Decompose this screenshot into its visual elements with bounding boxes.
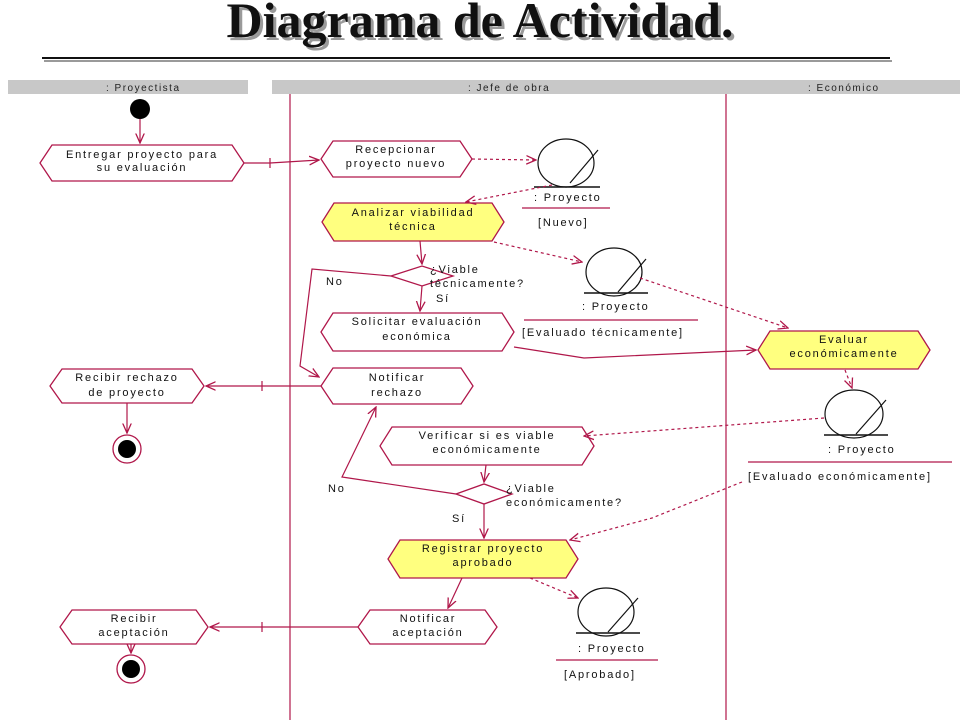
object-nuevo-name: : Proyecto: [534, 192, 602, 204]
object-evaluado-tecnicamente-name: : Proyecto: [582, 301, 650, 313]
activity-recepcionar-line2: proyecto nuevo: [346, 158, 446, 170]
diagram-title: Diagrama de Actividad.: [226, 0, 734, 48]
activity-recibir-rechazo: Recibir rechazo de proyecto: [49, 368, 205, 404]
object-nuevo-state: [Nuevo]: [538, 217, 589, 229]
initial-node: [130, 99, 150, 119]
object-evaluado-economicamente-name: : Proyecto: [828, 444, 896, 456]
decision-economica-yes: Sí: [452, 513, 466, 525]
objflow-obj-evaluado-tecnicamente-to-evaluar: [639, 277, 788, 328]
objflow-recepcionar-to-obj-nuevo: [471, 159, 536, 160]
activity-recepcionar-proyecto: Recepcionar proyecto nuevo: [320, 140, 473, 178]
object-proyecto-aprobado: : Proyecto [Aprobado]: [556, 587, 658, 681]
lane-header-proyectista: [8, 80, 248, 94]
activity-analizar-line2: técnica: [389, 221, 436, 233]
objflow-obj-evaluado-economicamente-to-verificar: [584, 417, 825, 436]
decision-viable-economicamente: [454, 483, 514, 505]
decision-tecnica-question-line2: técnicamente?: [430, 278, 525, 290]
object-proyecto-evaluado-tecnicamente: : Proyecto [Evaluado técnicamente]: [522, 247, 698, 339]
flow-notificar-aceptacion-to-recibir-aceptacion: [210, 622, 358, 632]
lane-label-proyectista: : Proyectista: [106, 83, 181, 94]
activity-recibir-aceptacion-line2: aceptación: [98, 627, 169, 639]
final-node-rechazo: [112, 434, 142, 464]
activity-recibir-aceptacion: Recibir aceptación: [59, 609, 209, 645]
decision-economica-question-line2: económicamente?: [506, 497, 623, 509]
activity-recibir-rechazo-line1: Recibir rechazo: [75, 372, 178, 384]
objflow-obj-nuevo-to-analizar: [466, 184, 553, 202]
object-proyecto-nuevo: : Proyecto [Nuevo]: [522, 138, 610, 229]
activity-entregar-proyecto: Entregar proyecto para su evaluación: [39, 144, 245, 182]
decision-tecnica-no: No: [326, 276, 344, 288]
decision-viable-tecnicamente: [388, 265, 456, 287]
flow-decision-economica-no-to-notificar-rechazo: [341, 407, 457, 495]
activity-recepcionar-line1: Recepcionar: [355, 144, 437, 156]
activity-registrar-line2: aprobado: [453, 557, 514, 569]
decision-tecnica-yes: Sí: [436, 293, 450, 305]
activity-notificar-rechazo: Notificar rechazo: [320, 367, 474, 405]
lane-header-jefe-de-obra: [272, 80, 960, 94]
flow-entregar-to-recepcionar: [244, 158, 319, 168]
activity-verificar-line1: Verificar si es viable: [419, 430, 556, 442]
lane-label-jefe-de-obra: : Jefe de obra: [468, 83, 550, 94]
activity-analizar-viabilidad: Analizar viabilidad técnica: [321, 202, 505, 242]
activity-verificar-line2: económicamente: [433, 444, 542, 456]
activity-evaluar-economicamente: Evaluar económicamente: [757, 330, 931, 370]
activity-notificar-rechazo-line1: Notificar: [369, 372, 426, 384]
lane-label-economico: : Económico: [808, 83, 880, 94]
objflow-obj-evaluado-economicamente-to-registrar: [570, 481, 743, 540]
activity-evaluar-line2: económicamente: [790, 348, 899, 360]
activity-solicitar-evaluacion: Solicitar evaluación económica: [320, 312, 515, 352]
flow-solicitar-to-evaluar: [513, 347, 756, 359]
activity-verificar-viable: Verificar si es viable económicamente: [379, 426, 595, 466]
objflow-analizar-to-obj-evaluado-tecnicamente: [493, 241, 582, 262]
object-proyecto-evaluado-economicamente: : Proyecto [Evaluado económicamente]: [748, 389, 952, 483]
activity-analizar-line1: Analizar viabilidad: [352, 207, 475, 219]
flow-verificar-to-decision-economica: [484, 464, 486, 482]
objflow-registrar-to-obj-aprobado: [529, 577, 578, 598]
decision-economica-question-line1: ¿Viable: [506, 483, 556, 495]
flow-registrar-to-notificar-aceptacion: [448, 577, 463, 608]
object-evaluado-economicamente-state: [Evaluado económicamente]: [748, 471, 932, 483]
object-aprobado-state: [Aprobado]: [564, 669, 636, 681]
decision-tecnica-question-line1: ¿Viable: [430, 264, 480, 276]
activity-registrar-line1: Registrar proyecto: [422, 543, 544, 555]
flow-notificar-rechazo-to-recibir-rechazo: [206, 381, 321, 391]
activity-recibir-rechazo-line2: de proyecto: [88, 387, 165, 399]
flow-analizar-to-decision-tecnica: [420, 240, 422, 264]
final-node-aceptacion: [116, 654, 146, 684]
object-aprobado-name: : Proyecto: [578, 643, 646, 655]
activity-evaluar-line1: Evaluar: [819, 334, 869, 346]
activity-notificar-aceptacion-line2: aceptación: [392, 627, 463, 639]
activity-notificar-aceptacion-line1: Notificar: [400, 613, 457, 625]
decision-economica-no: No: [328, 483, 346, 495]
title-underline: [42, 57, 892, 62]
activity-solicitar-line1: Solicitar evaluación: [352, 316, 483, 328]
activity-notificar-rechazo-line2: rechazo: [371, 387, 423, 399]
flow-decision-tecnica-no-to-notificar-rechazo: [299, 268, 392, 377]
activity-solicitar-line2: económica: [382, 331, 451, 343]
activity-notificar-aceptacion: Notificar aceptación: [357, 609, 498, 645]
objflow-evaluar-to-obj-evaluado-economicamente: [845, 369, 852, 388]
flow-decision-tecnica-si-to-solicitar: [420, 285, 422, 311]
activity-registrar-proyecto: Registrar proyecto aprobado: [387, 539, 579, 579]
object-evaluado-tecnicamente-state: [Evaluado técnicamente]: [522, 327, 684, 339]
activity-entregar-line2: su evaluación: [97, 162, 188, 174]
activity-recibir-aceptacion-line1: Recibir: [111, 613, 158, 625]
activity-entregar-line1: Entregar proyecto para: [66, 149, 218, 161]
